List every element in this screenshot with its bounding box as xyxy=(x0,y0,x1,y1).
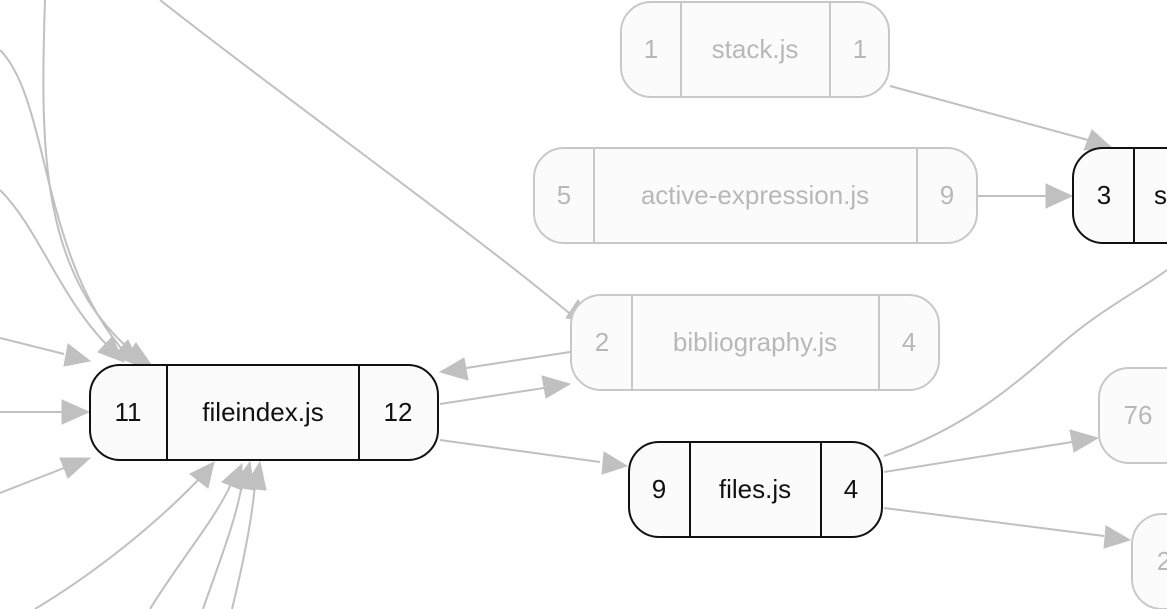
arrowhead xyxy=(541,375,572,399)
node-filename: stack.js xyxy=(712,34,799,64)
edge-incoming-top-3[interactable] xyxy=(0,49,129,357)
arrowhead xyxy=(601,451,629,475)
node-in-count: 9 xyxy=(652,474,666,504)
edge-incoming-bottom-3[interactable] xyxy=(202,483,243,609)
node-out-count: 4 xyxy=(902,327,916,357)
edge-incoming-top-2[interactable] xyxy=(42,0,141,359)
node-out-count: 1 xyxy=(853,34,867,64)
node-bibliography-js[interactable]: 2 bibliography.js 4 xyxy=(570,294,940,391)
node-stack-js[interactable]: 1 stack.js 1 xyxy=(620,1,890,98)
arrowhead xyxy=(189,461,215,489)
node-in-count: 2 xyxy=(595,327,609,357)
node-files-js[interactable]: 9 files.js 4 xyxy=(628,441,883,538)
arrowhead xyxy=(1045,183,1074,209)
node-filename: bibliography.js xyxy=(673,327,837,357)
edge-incoming-bottom-2[interactable] xyxy=(149,481,233,609)
node-76-partial[interactable]: 76 xyxy=(1098,367,1167,464)
node-s-partial[interactable]: 3 s xyxy=(1072,147,1167,244)
edge-incoming-top-1[interactable] xyxy=(159,0,581,323)
edge-incoming-left-1[interactable] xyxy=(0,189,113,351)
arrowhead xyxy=(63,343,92,367)
node-filename: fileindex.js xyxy=(202,397,323,427)
edge-files-to-s[interactable] xyxy=(883,269,1167,457)
arrowhead xyxy=(243,460,267,491)
node-filename: s xyxy=(1154,180,1167,210)
edge-incoming-left-4[interactable] xyxy=(0,467,65,494)
node-in-count: 1 xyxy=(644,34,658,64)
node-2-partial[interactable]: 2 xyxy=(1131,513,1167,609)
arrowhead xyxy=(1069,429,1100,453)
node-filename: active-expression.js xyxy=(641,180,869,210)
arrowhead xyxy=(97,336,125,363)
arrowhead xyxy=(61,399,91,425)
edge-incoming-left-2[interactable] xyxy=(0,337,65,355)
node-in-count: 3 xyxy=(1097,180,1111,210)
node-in-count: 11 xyxy=(115,397,142,427)
node-filename: files.js xyxy=(719,474,791,504)
node-out-count: 4 xyxy=(844,474,858,504)
node-in-count: 76 xyxy=(1124,400,1153,430)
node-out-count: 9 xyxy=(940,180,954,210)
arrowhead xyxy=(59,457,92,479)
edge-bibliography-to-fileindex[interactable] xyxy=(465,351,571,369)
node-out-count: 12 xyxy=(384,397,413,427)
node-active-expression-js[interactable]: 5 active-expression.js 9 xyxy=(533,147,978,244)
edge-files-to-76[interactable] xyxy=(883,441,1073,473)
edge-files-to-2[interactable] xyxy=(883,507,1105,537)
edge-fileindex-to-files[interactable] xyxy=(439,439,601,463)
node-in-count: 2 xyxy=(1157,546,1167,576)
edge-stack-to-s[interactable] xyxy=(889,85,1089,141)
arrowhead xyxy=(1103,525,1132,549)
edge-fileindex-to-bibliography[interactable] xyxy=(439,387,545,405)
edge-incoming-bottom-4[interactable] xyxy=(231,483,256,609)
edge-incoming-bottom-1[interactable] xyxy=(34,477,201,609)
node-in-count: 5 xyxy=(557,180,571,210)
node-fileindex-js[interactable]: 11 fileindex.js 12 xyxy=(89,364,439,461)
arrowhead xyxy=(113,339,141,367)
arrowhead xyxy=(438,357,469,381)
